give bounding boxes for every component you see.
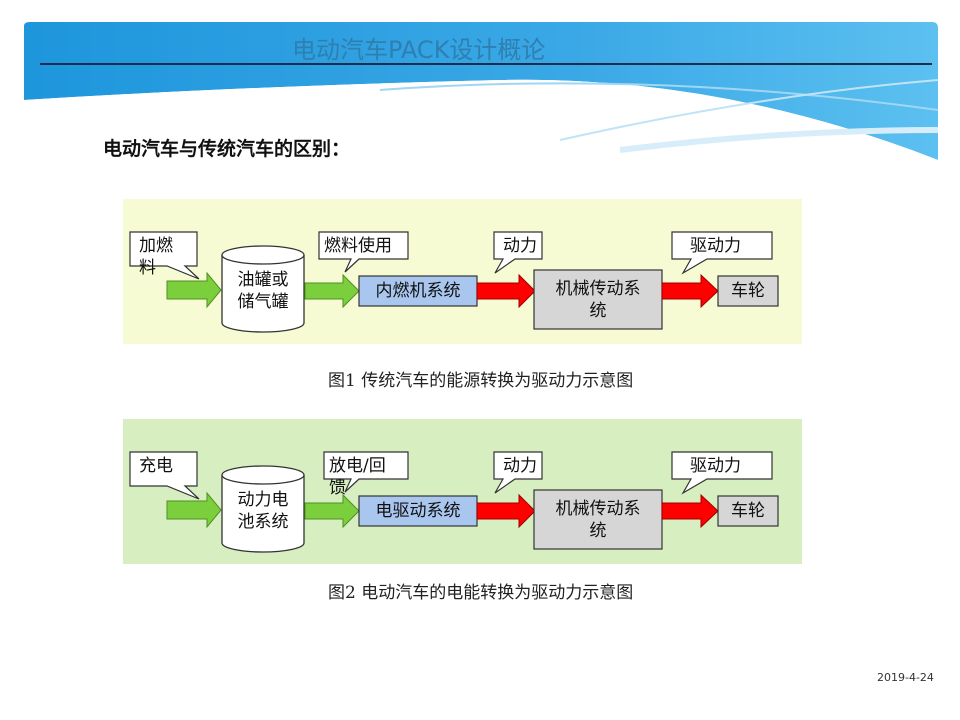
battery-cylinder — [221, 475, 305, 553]
callout-discharge — [323, 451, 409, 493]
callout-drive-2 — [671, 451, 773, 495]
fuel-arrow-2 — [304, 273, 360, 309]
callout-refuel-text: 加燃料 — [139, 236, 173, 278]
motor-label: 电驱动系统 — [375, 501, 461, 521]
figure2-diagram — [129, 451, 779, 553]
figure1-panel: 加燃料 油罐或储气罐 燃料使用 内燃机系统 动力 机械传动系统 驱动力 车轮 — [123, 199, 802, 344]
engine-box — [358, 275, 478, 307]
discharge-arrow — [304, 493, 360, 529]
section-heading: 电动汽车与传统汽车的区别： — [103, 138, 351, 160]
transmission-box — [533, 269, 663, 330]
wheels-label-1: 车轮 — [731, 281, 765, 301]
transmission-box-2 — [533, 489, 663, 550]
callout-power-2 — [493, 451, 543, 494]
slide-title: 电动汽车PACK设计概论 — [292, 36, 546, 64]
callout-drive-text-2: 驱动力 — [690, 456, 741, 476]
power-arrow-3 — [476, 493, 536, 529]
callout-refuel — [129, 231, 200, 280]
engine-label: 内燃机系统 — [375, 281, 461, 301]
callout-fuel-use-text: 燃料使用 — [324, 236, 392, 256]
figure2-panel: 充电 动力电池系统 放电/回馈 电驱动系统 动力 机械传动系统 驱动力 车轮 — [123, 419, 802, 564]
transmission-label-1: 机械传动系统 — [555, 278, 641, 321]
callout-power-1 — [493, 231, 543, 274]
motor-box — [358, 495, 478, 527]
wheels-box-2 — [717, 495, 779, 527]
header-banner — [24, 22, 939, 180]
power-arrow-1 — [476, 273, 536, 309]
callout-charge-text: 充电 — [139, 456, 173, 476]
tank-cylinder — [221, 255, 305, 333]
callout-charge — [129, 451, 200, 500]
charge-arrow — [166, 491, 222, 529]
callout-fuel-use — [318, 231, 409, 273]
transmission-label-2: 机械传动系统 — [555, 498, 641, 541]
figure1-diagram — [129, 231, 779, 333]
figure2-caption: 图2 电动汽车的电能转换为驱动力示意图 — [328, 583, 634, 603]
slide-date: 2019-4-24 — [877, 671, 934, 684]
wheels-box — [717, 275, 779, 307]
callout-discharge-text: 放电/回馈 — [329, 456, 386, 498]
callout-drive-1 — [671, 231, 773, 275]
power-arrow-2 — [661, 273, 719, 309]
wheels-label-2: 车轮 — [731, 501, 765, 521]
figure1-caption: 图1 传统汽车的能源转换为驱动力示意图 — [328, 371, 634, 391]
callout-power-text-1: 动力 — [503, 236, 537, 256]
fuel-arrow-1 — [166, 271, 222, 309]
tank-label: 油罐或储气罐 — [237, 270, 289, 312]
callout-drive-text-1: 驱动力 — [690, 236, 741, 256]
battery-label: 动力电池系统 — [237, 490, 289, 532]
power-arrow-4 — [661, 493, 719, 529]
callout-power-text-2: 动力 — [503, 456, 537, 476]
